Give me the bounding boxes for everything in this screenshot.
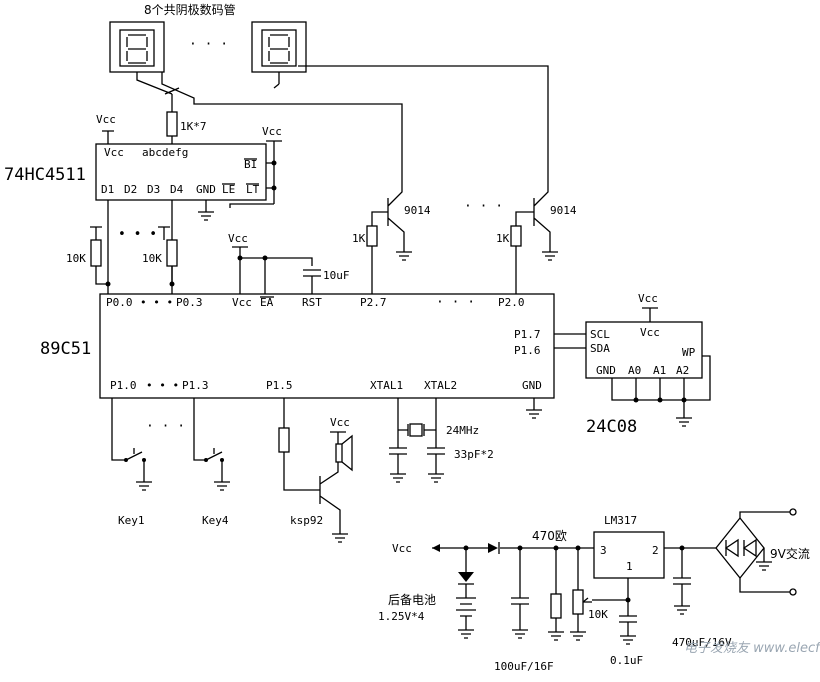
decoder-vcc2-label: Vcc bbox=[262, 125, 282, 138]
mcu-pin-dots2: • • • bbox=[146, 379, 179, 392]
decoder-pin-segments: abcdefg bbox=[142, 146, 188, 159]
mcu-pin-ea: EA bbox=[260, 296, 274, 309]
pot-10k-label: 10K bbox=[588, 608, 608, 621]
key4-label: Key4 bbox=[202, 514, 229, 527]
transistor-9014-left bbox=[366, 186, 412, 294]
display-ellipsis: · · · bbox=[189, 37, 228, 52]
keys-dots: · · · bbox=[146, 419, 185, 434]
caps-33pf-label: 33pF*2 bbox=[454, 448, 494, 461]
mcu-pin-p20: P2.0 bbox=[498, 296, 525, 309]
mcu-pin-p27: P2.7 bbox=[360, 296, 387, 309]
crystal-label: 24MHz bbox=[446, 424, 479, 437]
eeprom-pin-a0: A0 bbox=[628, 364, 641, 377]
decoder-pin-gnd: GND bbox=[196, 183, 216, 196]
mcu-pin-dots: • • • bbox=[140, 296, 173, 309]
mcu-pin-gnd: GND bbox=[522, 379, 542, 392]
res-10k-left: 10K bbox=[66, 252, 86, 265]
decoder-pin-d4: D4 bbox=[170, 183, 184, 196]
decoder-pin-bi: BI bbox=[244, 158, 257, 171]
transistor-left-label: 9014 bbox=[404, 204, 431, 217]
mcu-pin-p03: P0.3 bbox=[176, 296, 203, 309]
mcu-pin-p15: P1.5 bbox=[266, 379, 293, 392]
resistor-1k7 bbox=[166, 111, 178, 137]
decoder-pin-d1: D1 bbox=[101, 183, 114, 196]
lm317-pin2: 2 bbox=[652, 544, 659, 557]
bridge-rectifier bbox=[715, 508, 797, 596]
res-470-label: 470欧 bbox=[532, 529, 567, 543]
decoder-chip-74hc4511 bbox=[95, 143, 267, 201]
transistor-right-label: 9014 bbox=[550, 204, 577, 217]
cap-470uf-label: 470uF/16V bbox=[672, 636, 732, 649]
ac-input-label: 9V交流 bbox=[770, 546, 810, 561]
mcu-pin-xtal1: XTAL1 bbox=[370, 379, 403, 392]
key1-label: Key1 bbox=[118, 514, 145, 527]
buzzer-vcc-label: Vcc bbox=[330, 416, 350, 429]
mcu-pin-vcc: Vcc bbox=[232, 296, 252, 309]
eeprom-chip-24c08 bbox=[585, 321, 703, 379]
mcu-chip-89c51 bbox=[99, 293, 555, 399]
decoder-pin-vcc: Vcc bbox=[104, 146, 124, 159]
mcu-pin-p10: P1.0 bbox=[110, 379, 137, 392]
vcc-out-label: Vcc bbox=[392, 542, 412, 555]
decoder-dots: • • • bbox=[118, 227, 157, 242]
mcu-pin-p16: P1.6 bbox=[514, 344, 541, 357]
watermark: 电子发烧友 www.elecfans.com bbox=[684, 641, 820, 656]
battery-label: 后备电池 bbox=[388, 593, 436, 607]
mcu-pin-p17: P1.7 bbox=[514, 328, 541, 341]
mcu-pin-rst: RST bbox=[302, 296, 322, 309]
eeprom-vcc-top: Vcc bbox=[638, 292, 658, 305]
mcu-pin-xtal2: XTAL2 bbox=[424, 379, 457, 392]
mcu-pin-p00: P0.0 bbox=[106, 296, 133, 309]
eeprom-pin-scl: SCL bbox=[590, 328, 610, 341]
decoder-pin-d2: D2 bbox=[124, 183, 137, 196]
seven-segment-display-left bbox=[109, 21, 165, 73]
cap-100uf-label: 100uF/16F bbox=[494, 660, 554, 673]
regulator-lm317 bbox=[593, 531, 665, 579]
mcu-name: 89C51 bbox=[40, 339, 91, 359]
battery-spec: 1.25V*4 bbox=[378, 610, 425, 623]
eeprom-pin-a1: A1 bbox=[653, 364, 666, 377]
transistor-9014-right bbox=[510, 186, 558, 294]
cap-10uf-label: 10uF bbox=[323, 269, 350, 282]
eeprom-pin-a2: A2 bbox=[676, 364, 689, 377]
decoder-vcc-label: Vcc bbox=[96, 113, 116, 126]
mcu-top-dots: · · · bbox=[436, 295, 475, 310]
res-1k-left: 1K bbox=[352, 232, 366, 245]
eeprom-pin-gnd: GND bbox=[596, 364, 616, 377]
mcu-pin-p13: P1.3 bbox=[182, 379, 209, 392]
eeprom-pin-sda: SDA bbox=[590, 342, 610, 355]
display-title: 8个共阴极数码管 bbox=[144, 2, 236, 17]
eeprom-pin-vcc: Vcc bbox=[640, 326, 660, 339]
seven-segment-display-right bbox=[251, 21, 307, 73]
eeprom-name: 24C08 bbox=[586, 417, 637, 437]
res-10k-right: 10K bbox=[142, 252, 162, 265]
decoder-pin-le: LE bbox=[222, 183, 235, 196]
transistor-dots: · · · bbox=[464, 199, 503, 214]
ksp92-label: ksp92 bbox=[290, 514, 323, 527]
decoder-pin-lt: LT bbox=[246, 183, 260, 196]
eeprom-pin-wp: WP bbox=[682, 346, 696, 359]
decoder-pin-d3: D3 bbox=[147, 183, 160, 196]
mcu-vcc-top-label: Vcc bbox=[228, 232, 248, 245]
res-1k-right: 1K bbox=[496, 232, 510, 245]
decoder-name: 74HC4511 bbox=[4, 165, 86, 185]
lm317-pin3: 3 bbox=[600, 544, 607, 557]
lm317-title: LM317 bbox=[604, 514, 637, 527]
lm317-pin1: 1 bbox=[626, 560, 633, 573]
res-1k7-label: 1K*7 bbox=[180, 120, 207, 133]
cap-01uf-label: 0.1uF bbox=[610, 654, 643, 667]
